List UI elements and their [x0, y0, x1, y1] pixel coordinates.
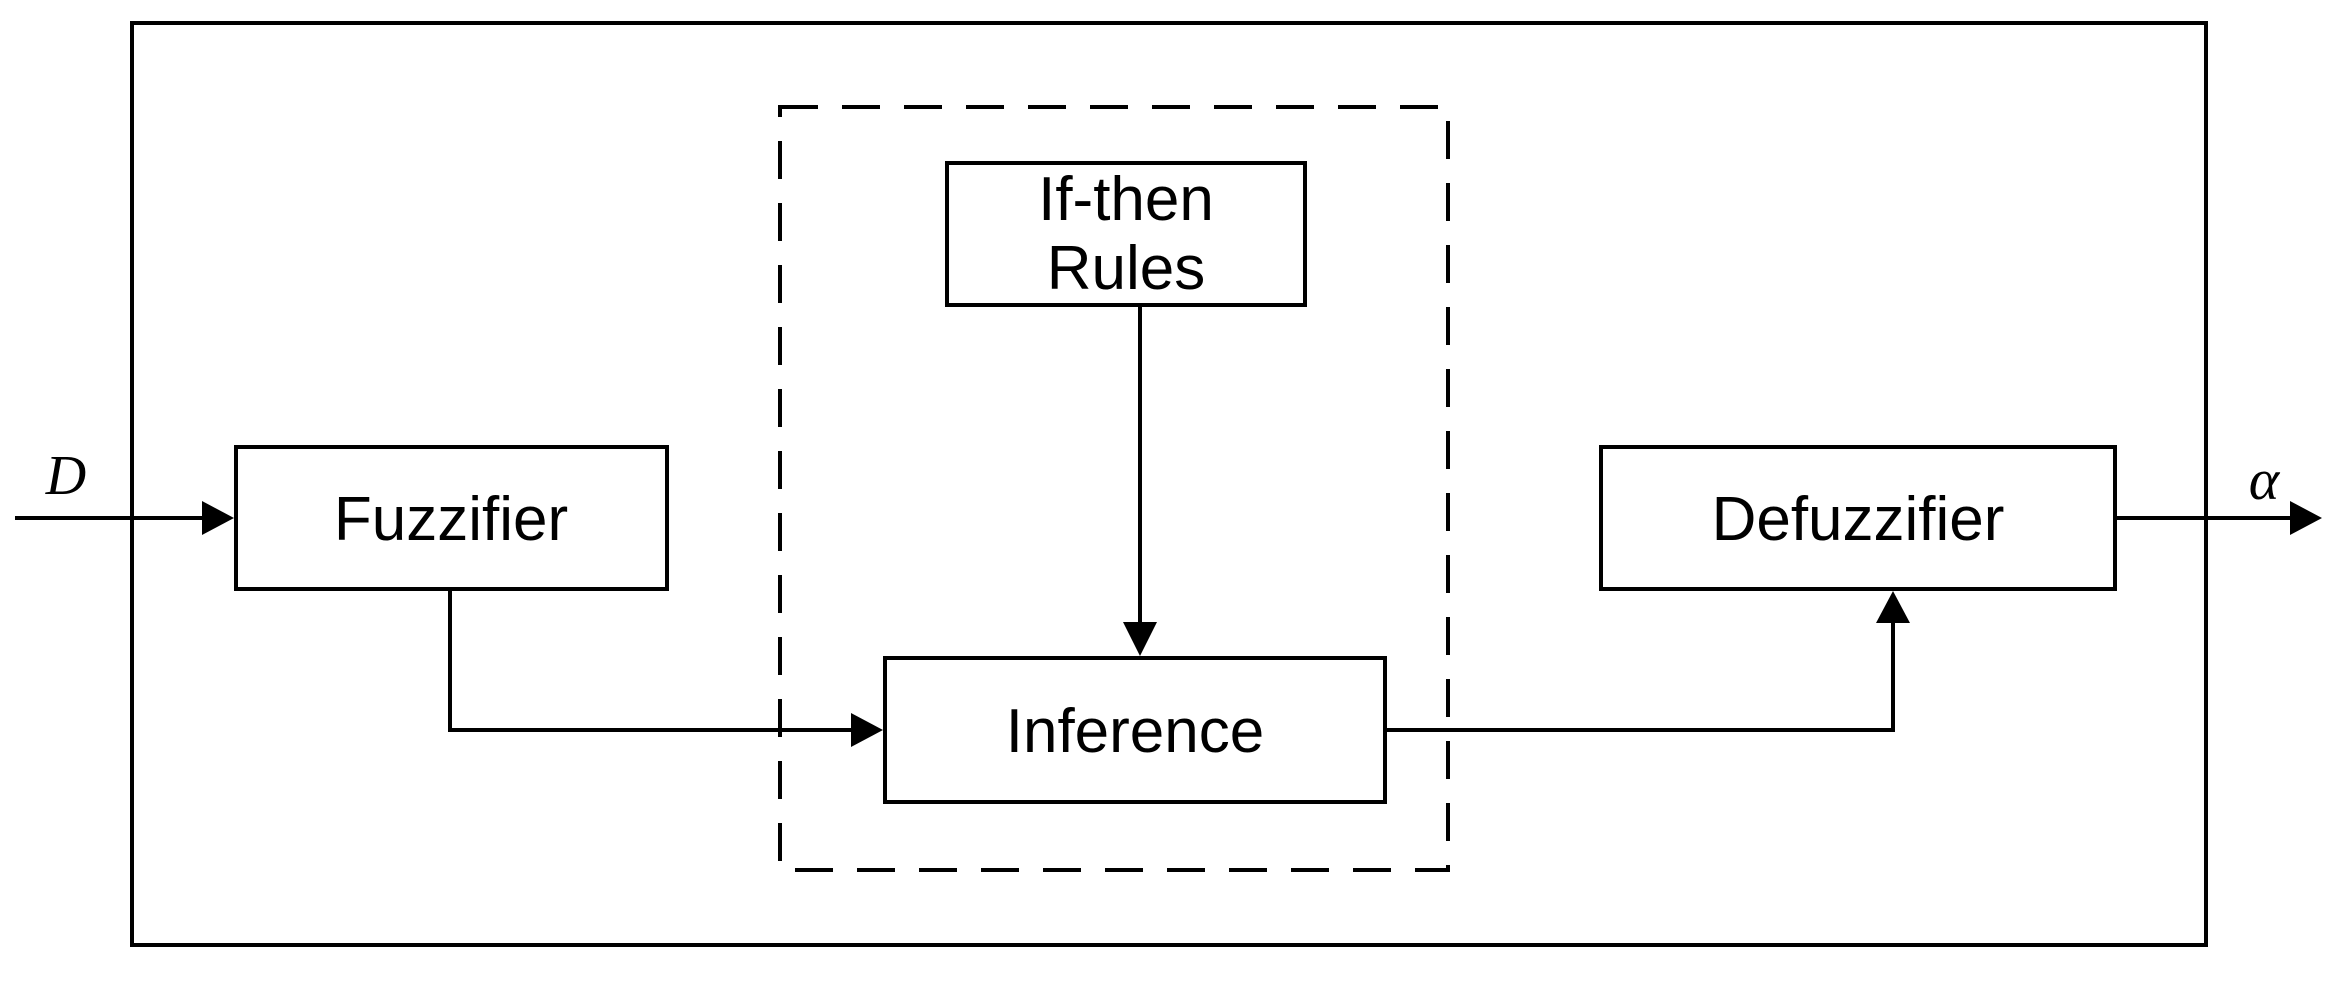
defuzzifier-node: Defuzzifier: [1599, 445, 2117, 591]
fuzzifier-box: [234, 445, 669, 591]
defuzzifier-label: Defuzzifier: [1712, 485, 2005, 554]
if-then-rules-box: [945, 161, 1307, 307]
system-boundary-box: [130, 21, 2208, 947]
input-variable-label: D: [45, 445, 86, 507]
inference-node: Inference: [883, 656, 1387, 804]
rules-to-inference-arrow: [1123, 305, 1157, 656]
fuzzifier-node: Fuzzifier: [234, 445, 669, 591]
output-arrowhead-icon: [2290, 501, 2322, 535]
input-arrow: [15, 501, 234, 535]
inference-to-defuzzifier-line: [1385, 623, 1895, 732]
if-then-rules-label-line2: Rules: [1047, 234, 1206, 303]
output-arrow: [2115, 501, 2322, 535]
fuzzifier-to-inference-arrowhead-icon: [851, 713, 883, 747]
rules-to-inference-arrowhead-icon: [1123, 622, 1157, 656]
inference-to-defuzzifier-arrowhead-icon: [1876, 591, 1910, 623]
defuzzifier-box: [1599, 445, 2117, 591]
inference-label: Inference: [1006, 697, 1265, 766]
inference-box: [883, 656, 1387, 804]
fuzzifier-label: Fuzzifier: [334, 485, 568, 554]
if-then-rules-label-line1: If-then: [1038, 165, 1214, 234]
rule-base-dashed-region: [778, 105, 1450, 872]
inference-to-defuzzifier-arrow: [1385, 591, 1910, 732]
fuzzifier-to-inference-line: [448, 589, 851, 732]
output-variable-label: α: [2249, 447, 2281, 512]
fuzzifier-to-inference-arrow: [448, 589, 883, 747]
if-then-rules-node: If-then Rules: [945, 161, 1307, 307]
input-arrowhead-icon: [202, 501, 234, 535]
